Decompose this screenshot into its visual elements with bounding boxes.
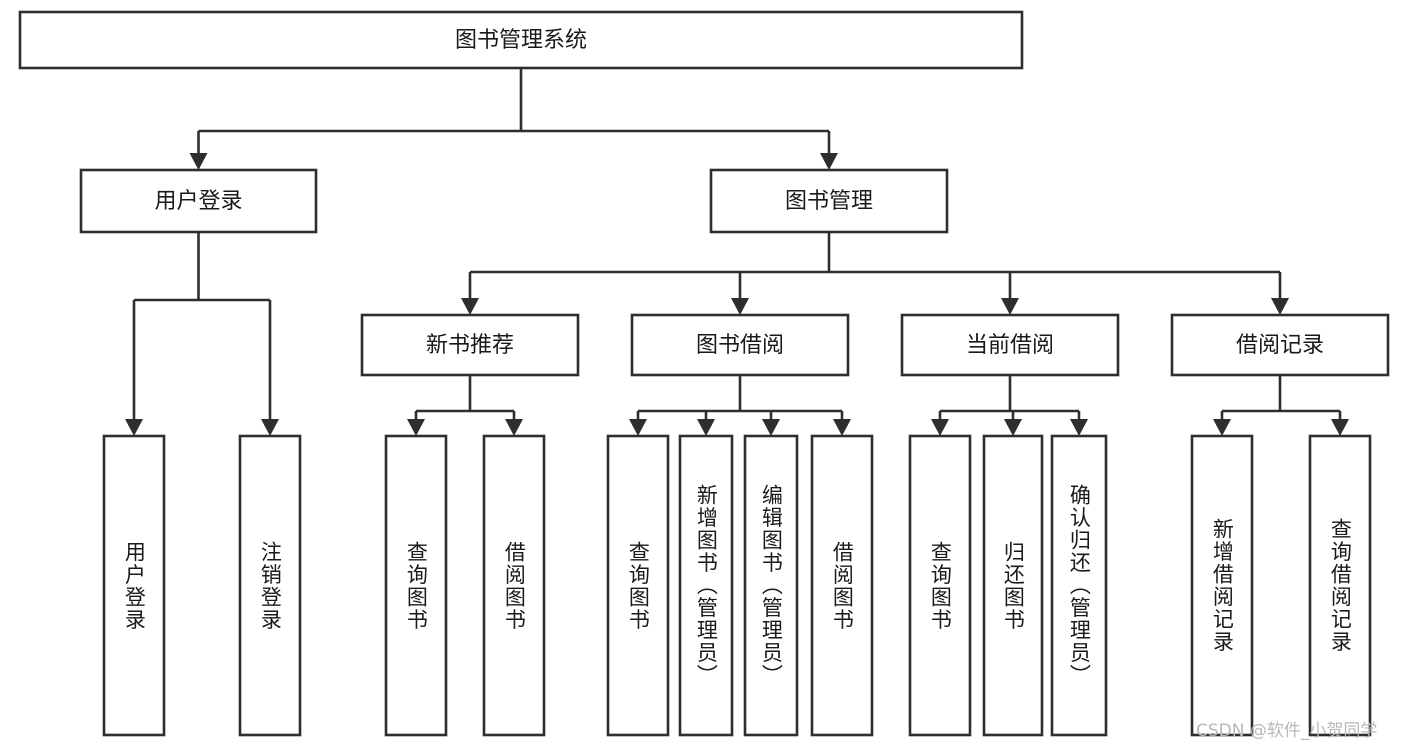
arrow-icon-user-login xyxy=(189,153,208,170)
node-box-leaf-confirm-return[interactable] xyxy=(1050,434,1108,737)
arrow-icon-leaf-add-book xyxy=(697,419,715,436)
node-box-leaf-query-book-2[interactable] xyxy=(606,434,670,737)
node-box-leaf-return-book[interactable] xyxy=(982,434,1044,737)
node-label-leaf-add-book: 新增图书（管理员） xyxy=(694,484,719,687)
watermark-csdn: CSDN @软件_小贺同学 xyxy=(1196,721,1378,741)
boxes-layer xyxy=(18,10,1390,737)
node-box-leaf-query-book-3[interactable] xyxy=(908,434,972,737)
node-box-leaf-query-book-1[interactable] xyxy=(384,434,448,737)
node-label-leaf-query-book-3: 查询图书 xyxy=(928,540,953,631)
arrow-icon-book-management xyxy=(820,153,838,170)
arrow-icon-leaf-query-book-1 xyxy=(407,419,425,436)
arrow-icon-leaf-edit-book xyxy=(762,419,780,436)
arrow-icon-leaf-confirm-return xyxy=(1070,419,1088,436)
node-label-leaf-borrow-book-1: 借阅图书 xyxy=(502,540,527,631)
arrow-icon-leaf-query-book-2 xyxy=(629,419,647,436)
node-box-leaf-user-logout[interactable] xyxy=(238,434,302,737)
node-box-new-book-recommend[interactable] xyxy=(360,313,580,377)
node-label-leaf-user-login: 用户登录 xyxy=(122,540,147,631)
node-label-leaf-borrow-book-2: 借阅图书 xyxy=(830,540,855,631)
node-label-borrow-record: 借阅记录 xyxy=(1236,333,1324,358)
node-label-leaf-user-logout: 注销登录 xyxy=(258,540,283,631)
node-label-leaf-query-book-1: 查询图书 xyxy=(404,540,429,631)
node-box-book-management[interactable] xyxy=(709,168,949,234)
arrow-icon-leaf-user-login xyxy=(125,419,143,436)
arrow-icon-leaf-query-book-3 xyxy=(931,419,949,436)
arrow-icon-book-borrow xyxy=(731,298,749,315)
node-box-leaf-add-book[interactable] xyxy=(678,434,734,737)
arrow-icon-current-borrow xyxy=(1001,298,1019,315)
arrow-icon-leaf-user-logout xyxy=(261,419,279,436)
arrow-icon-leaf-borrow-book-2 xyxy=(833,419,851,436)
node-box-leaf-user-login[interactable] xyxy=(102,434,166,737)
arrow-icon-leaf-borrow-book-1 xyxy=(505,419,523,436)
node-box-borrow-record[interactable] xyxy=(1170,313,1390,377)
arrow-icon-leaf-return-book xyxy=(1004,419,1022,436)
node-label-leaf-edit-book: 编辑图书（管理员） xyxy=(759,484,784,687)
node-label-user-login: 用户登录 xyxy=(154,189,242,214)
node-label-current-borrow: 当前借阅 xyxy=(966,333,1054,358)
node-label-leaf-confirm-return: 确认归还（管理员） xyxy=(1067,484,1092,687)
node-box-root[interactable] xyxy=(18,10,1024,70)
node-box-leaf-borrow-book-2[interactable] xyxy=(810,434,874,737)
node-label-leaf-return-book: 归还图书 xyxy=(1001,540,1026,631)
connectors-layer xyxy=(125,68,1349,436)
node-box-current-borrow[interactable] xyxy=(900,313,1120,377)
node-box-leaf-borrow-book-1[interactable] xyxy=(482,434,546,737)
node-box-user-login[interactable] xyxy=(79,168,318,234)
node-label-leaf-add-record: 新增借阅记录 xyxy=(1210,518,1235,653)
arrow-icon-leaf-query-record xyxy=(1331,419,1349,436)
node-label-new-book-recommend: 新书推荐 xyxy=(426,333,514,358)
node-box-leaf-query-record[interactable] xyxy=(1308,434,1372,737)
node-label-root: 图书管理系统 xyxy=(455,28,587,53)
arrow-icon-new-book-recommend xyxy=(461,298,479,315)
arrow-icon-borrow-record xyxy=(1271,298,1289,315)
node-box-leaf-add-record[interactable] xyxy=(1190,434,1254,737)
node-label-book-borrow: 图书借阅 xyxy=(696,333,784,358)
node-label-leaf-query-book-2: 查询图书 xyxy=(626,540,651,631)
node-box-leaf-edit-book[interactable] xyxy=(743,434,799,737)
node-label-leaf-query-record: 查询借阅记录 xyxy=(1328,518,1353,653)
node-box-book-borrow[interactable] xyxy=(630,313,850,377)
node-label-book-management: 图书管理 xyxy=(785,189,873,214)
arrow-icon-leaf-add-record xyxy=(1213,419,1231,436)
